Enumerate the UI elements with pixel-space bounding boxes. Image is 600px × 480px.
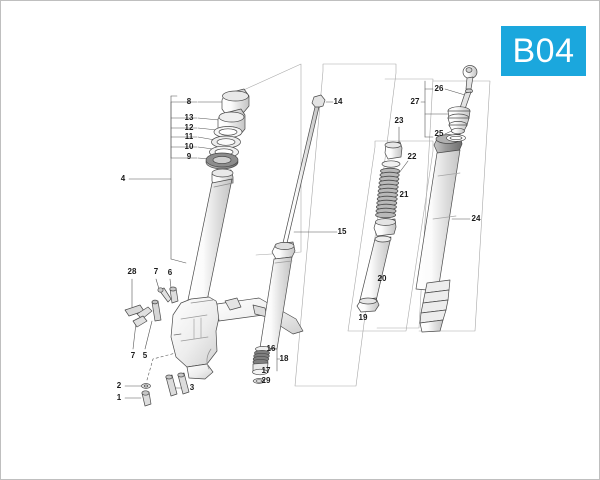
callout-22: 22 [407, 152, 417, 161]
callout-1: 1 [116, 393, 122, 402]
callout-3: 3 [189, 383, 195, 392]
callout-14: 14 [333, 97, 343, 106]
damper-rod-part [259, 94, 326, 350]
slider-tube-part [415, 133, 463, 333]
callout-21: 21 [399, 190, 409, 199]
callout-2: 2 [116, 381, 122, 390]
diagram-code-badge: B04 [501, 26, 586, 76]
callout-18: 18 [279, 354, 289, 363]
callout-4: 4 [120, 174, 126, 183]
callout-7a: 7 [153, 267, 159, 276]
callout-8: 8 [186, 97, 192, 106]
callout-26: 26 [434, 84, 444, 93]
cartridge-adjuster-part [446, 65, 478, 142]
damper-bottom-seals [252, 346, 271, 384]
callout-9: 9 [186, 152, 192, 161]
callout-24: 24 [471, 214, 481, 223]
callout-15: 15 [337, 227, 347, 236]
small-hardware-left [124, 286, 190, 407]
callout-19: 19 [358, 313, 368, 322]
callout-25: 25 [434, 129, 444, 138]
callout-29: 29 [261, 376, 271, 385]
callout-12: 12 [184, 123, 194, 132]
callout-23: 23 [394, 116, 404, 125]
callout-28: 28 [127, 267, 137, 276]
callout-5: 5 [142, 351, 148, 360]
callout-11: 11 [184, 132, 194, 141]
callout-16: 16 [266, 344, 276, 353]
callout-27: 27 [410, 97, 420, 106]
callout-13: 13 [184, 113, 194, 122]
callout-7b: 7 [130, 351, 136, 360]
fork-tube-part [187, 88, 250, 302]
callout-6: 6 [167, 268, 173, 277]
callout-17: 17 [261, 366, 271, 375]
fork-slider-casting [170, 296, 304, 380]
spring-assembly-part [356, 141, 403, 313]
callout-20: 20 [377, 274, 387, 283]
callout-10: 10 [184, 142, 194, 151]
